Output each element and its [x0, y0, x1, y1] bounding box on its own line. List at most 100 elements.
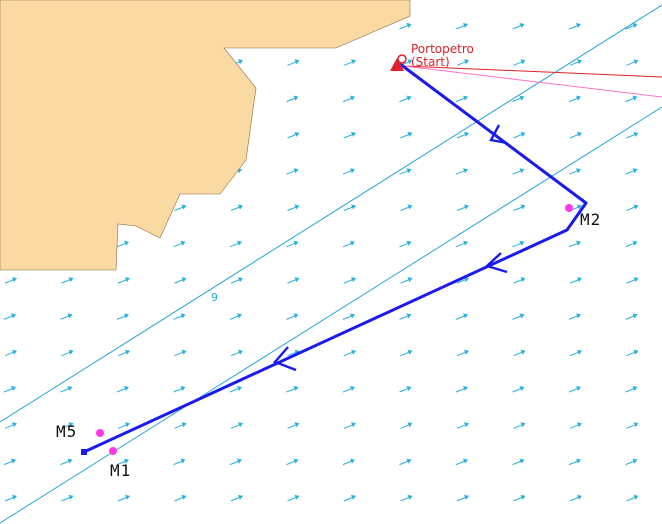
current-arrow-icon: [287, 59, 300, 66]
current-arrow-icon: [173, 240, 186, 248]
current-arrow-icon: [625, 95, 638, 103]
current-arrow-icon: [512, 240, 525, 248]
current-arrow-icon: [116, 458, 129, 466]
current-arrow-icon: [116, 240, 129, 248]
current-arrow-icon: [626, 494, 639, 502]
current-arrow-icon: [400, 204, 413, 211]
current-arrow-icon: [569, 349, 582, 357]
current-arrow-icon: [230, 277, 243, 284]
current-arrow-icon: [399, 458, 412, 466]
current-arrow-icon: [512, 458, 525, 466]
depth-sounding-label: 9: [211, 291, 218, 304]
current-arrow-icon: [342, 168, 355, 175]
start-point-label[interactable]: Portopetro (Start): [411, 43, 474, 69]
start-boat-icon[interactable]: [390, 54, 407, 71]
current-arrow-icon: [4, 349, 17, 357]
current-arrow-icon: [116, 386, 129, 393]
current-arrow-icon: [230, 422, 243, 429]
current-arrow-icon: [229, 240, 242, 248]
current-arrow-icon: [230, 204, 243, 211]
current-arrow-icon: [60, 386, 73, 393]
current-arrow-icon: [399, 168, 412, 175]
layline-pink: [403, 65, 662, 98]
current-arrow-icon: [512, 168, 525, 175]
current-arrow-icon: [174, 277, 187, 284]
current-arrow-icon: [343, 277, 356, 284]
current-arrow-icon: [399, 240, 412, 248]
current-arrow-icon: [568, 313, 581, 320]
mark-dot-icon[interactable]: [96, 429, 104, 437]
current-arrow-icon: [343, 59, 356, 66]
current-arrow-icon: [399, 313, 412, 320]
current-arrow-icon: [456, 131, 469, 139]
current-arrow-icon: [512, 23, 525, 30]
current-arrow-icon: [455, 386, 468, 393]
start-point-name: Portopetro: [411, 42, 474, 56]
route-direction-chevron: [484, 252, 508, 274]
mark-dot-icon[interactable]: [109, 447, 117, 455]
current-arrow-icon: [456, 59, 469, 66]
current-arrow-icon: [117, 422, 130, 429]
route-direction-chevron: [489, 124, 508, 145]
depth-contour-line: [0, 4, 662, 423]
current-arrow-icon: [568, 240, 581, 248]
current-arrow-icon: [343, 349, 356, 357]
current-arrow-icon: [287, 277, 300, 284]
current-arrow-icon: [174, 422, 187, 429]
current-arrow-icon: [286, 168, 299, 175]
current-arrow-icon: [3, 313, 16, 320]
start-point-tag: (Start): [411, 55, 450, 69]
mark-dot-icon[interactable]: [565, 204, 573, 212]
current-arrow-icon: [513, 277, 526, 284]
mark-label-m2[interactable]: M2: [580, 210, 602, 229]
current-arrow-icon: [626, 131, 639, 139]
current-arrow-icon: [625, 168, 638, 175]
current-arrow-icon: [569, 59, 582, 66]
current-arrow-icon: [625, 313, 638, 320]
current-arrow-icon: [4, 422, 17, 429]
current-arrow-icon: [400, 494, 413, 502]
current-arrow-icon: [400, 349, 413, 357]
mark-label-m5[interactable]: M5: [56, 422, 78, 441]
current-arrow-icon: [568, 386, 581, 393]
current-arrow-icon: [512, 95, 525, 103]
current-arrow-icon: [286, 95, 299, 103]
current-arrow-icon: [626, 204, 639, 211]
current-arrow-icon: [456, 494, 469, 502]
current-arrow-icon: [116, 313, 129, 320]
current-arrow-icon: [455, 458, 468, 466]
current-arrow-icon: [286, 240, 299, 248]
current-arrow-icon: [455, 240, 468, 248]
mark-label-m1[interactable]: M1: [110, 461, 132, 480]
current-arrow-icon: [455, 168, 468, 175]
current-arrow-icon: [512, 386, 525, 393]
current-arrow-icon: [342, 95, 355, 103]
current-arrow-icon: [569, 277, 582, 284]
current-arrow-icon: [61, 494, 74, 502]
route-end-marker: [81, 449, 87, 455]
current-arrow-icon: [626, 59, 639, 66]
current-arrow-icon: [286, 313, 299, 320]
current-arrow-icon: [3, 458, 16, 466]
current-arrow-icon: [61, 277, 74, 284]
current-arrow-icon: [3, 386, 16, 393]
current-arrow-icon: [456, 422, 469, 429]
current-arrow-icon: [4, 277, 17, 284]
current-arrow-icon: [569, 494, 582, 502]
current-arrow-icon: [117, 349, 130, 357]
current-arrow-icon: [61, 349, 74, 357]
current-arrow-icon: [343, 131, 356, 139]
current-arrow-icon: [625, 458, 638, 466]
current-arrow-icon: [343, 422, 356, 429]
current-arrow-icon: [513, 494, 526, 502]
current-arrow-icon: [174, 349, 187, 357]
current-arrow-icon: [342, 313, 355, 320]
current-arrow-icon: [230, 494, 243, 502]
current-arrow-icon: [174, 494, 187, 502]
current-arrow-icon: [286, 386, 299, 393]
current-arrow-icon: [399, 386, 412, 393]
current-arrow-icon: [625, 23, 638, 30]
current-arrow-icon: [173, 313, 186, 320]
